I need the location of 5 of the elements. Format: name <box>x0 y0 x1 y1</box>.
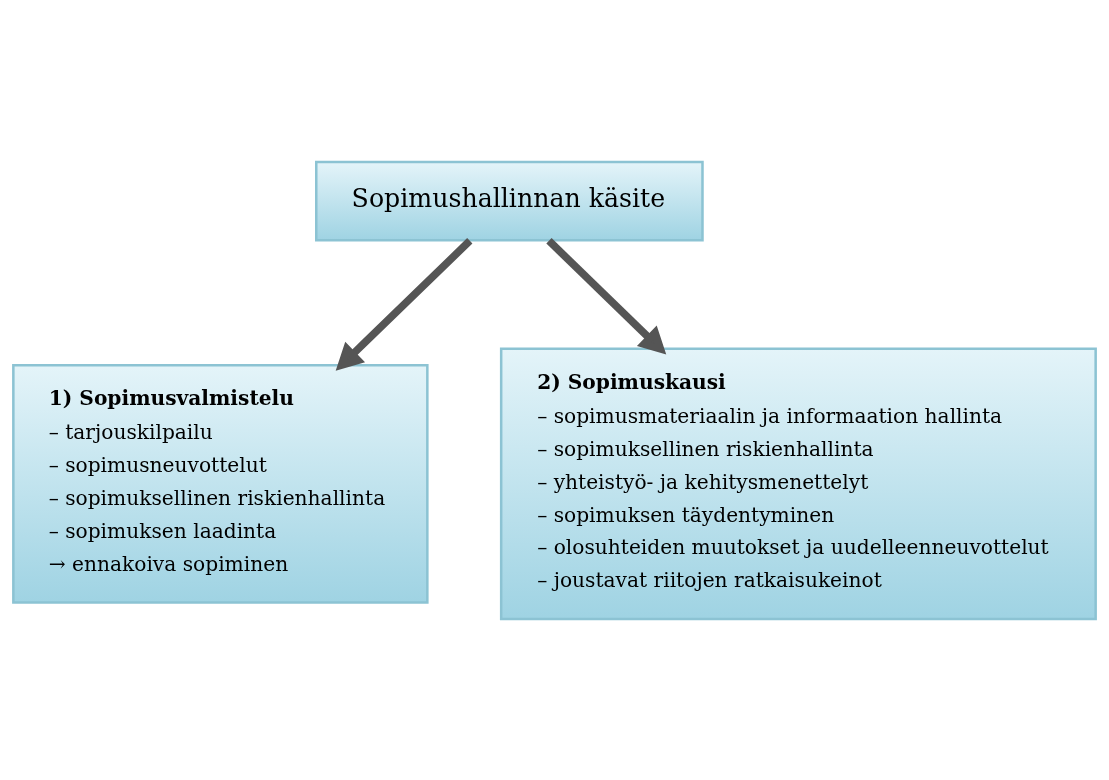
node-box: Sopimushallinnan käsite <box>315 160 704 242</box>
node-box: 1) Sopimusvalmistelu – tarjouskilpailu – sopimusneuvottelut – sopimuksellinen riskienhallinta – sopimuksen laadinta → ennakoiva sopiminen <box>12 363 429 604</box>
arrow <box>546 237 667 355</box>
node-box: 2) Sopimuskausi – sopimusmateriaalin ja informaation hallinta – sopimuksellinen riskienhallinta – yhteistyö- ja kehitysmenettelyt – sopimuksen täydentyminen – olosuhteiden muutokset ja uudelleenneuvottelut – joustavat riitojen ratkaisukeinot <box>499 347 1097 620</box>
arrow <box>335 237 473 371</box>
